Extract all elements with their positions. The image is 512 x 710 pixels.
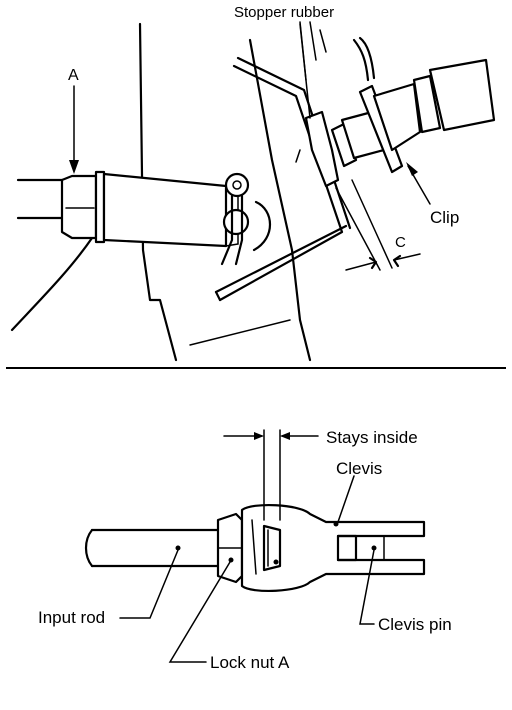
leader-stopper-rubber: [299, 23, 311, 119]
clevis: [240, 503, 426, 593]
stop-lamp-switch: [340, 36, 496, 174]
leader-clevis: [337, 475, 355, 523]
bottom-view: Stays inside Clevis Input rod Clevis pin…: [38, 428, 452, 672]
label-lock-nut-a: Lock nut A: [210, 653, 290, 672]
input-rod-top: [16, 170, 239, 248]
leader-clevis-pin: [359, 549, 375, 625]
clearance-c-dimension: [335, 179, 421, 271]
input-rod: [84, 528, 220, 568]
label-clevis-pin: Clevis pin: [378, 615, 452, 634]
leader-lock-nut-a: [168, 561, 231, 663]
label-stopper-rubber: Stopper rubber: [234, 4, 334, 21]
leader-clip-arrow: [406, 162, 418, 176]
leader-input-rod: [119, 549, 179, 619]
leader-a-arrow: [69, 160, 79, 174]
label-c: C: [395, 234, 406, 251]
lock-nut-a: [216, 512, 244, 584]
pedal-bracket: [10, 21, 327, 362]
label-clevis: Clevis: [336, 459, 382, 478]
label-input-rod: Input rod: [38, 608, 105, 627]
stays-inside-dimension: [223, 429, 319, 521]
top-view: A Stopper rubber Clip C: [10, 4, 496, 362]
label-a: A: [68, 67, 79, 84]
stopper-rubber: [295, 110, 358, 188]
label-stays-inside: Stays inside: [326, 428, 418, 447]
label-clip: Clip: [430, 208, 459, 227]
cotter-pin: [220, 172, 271, 266]
